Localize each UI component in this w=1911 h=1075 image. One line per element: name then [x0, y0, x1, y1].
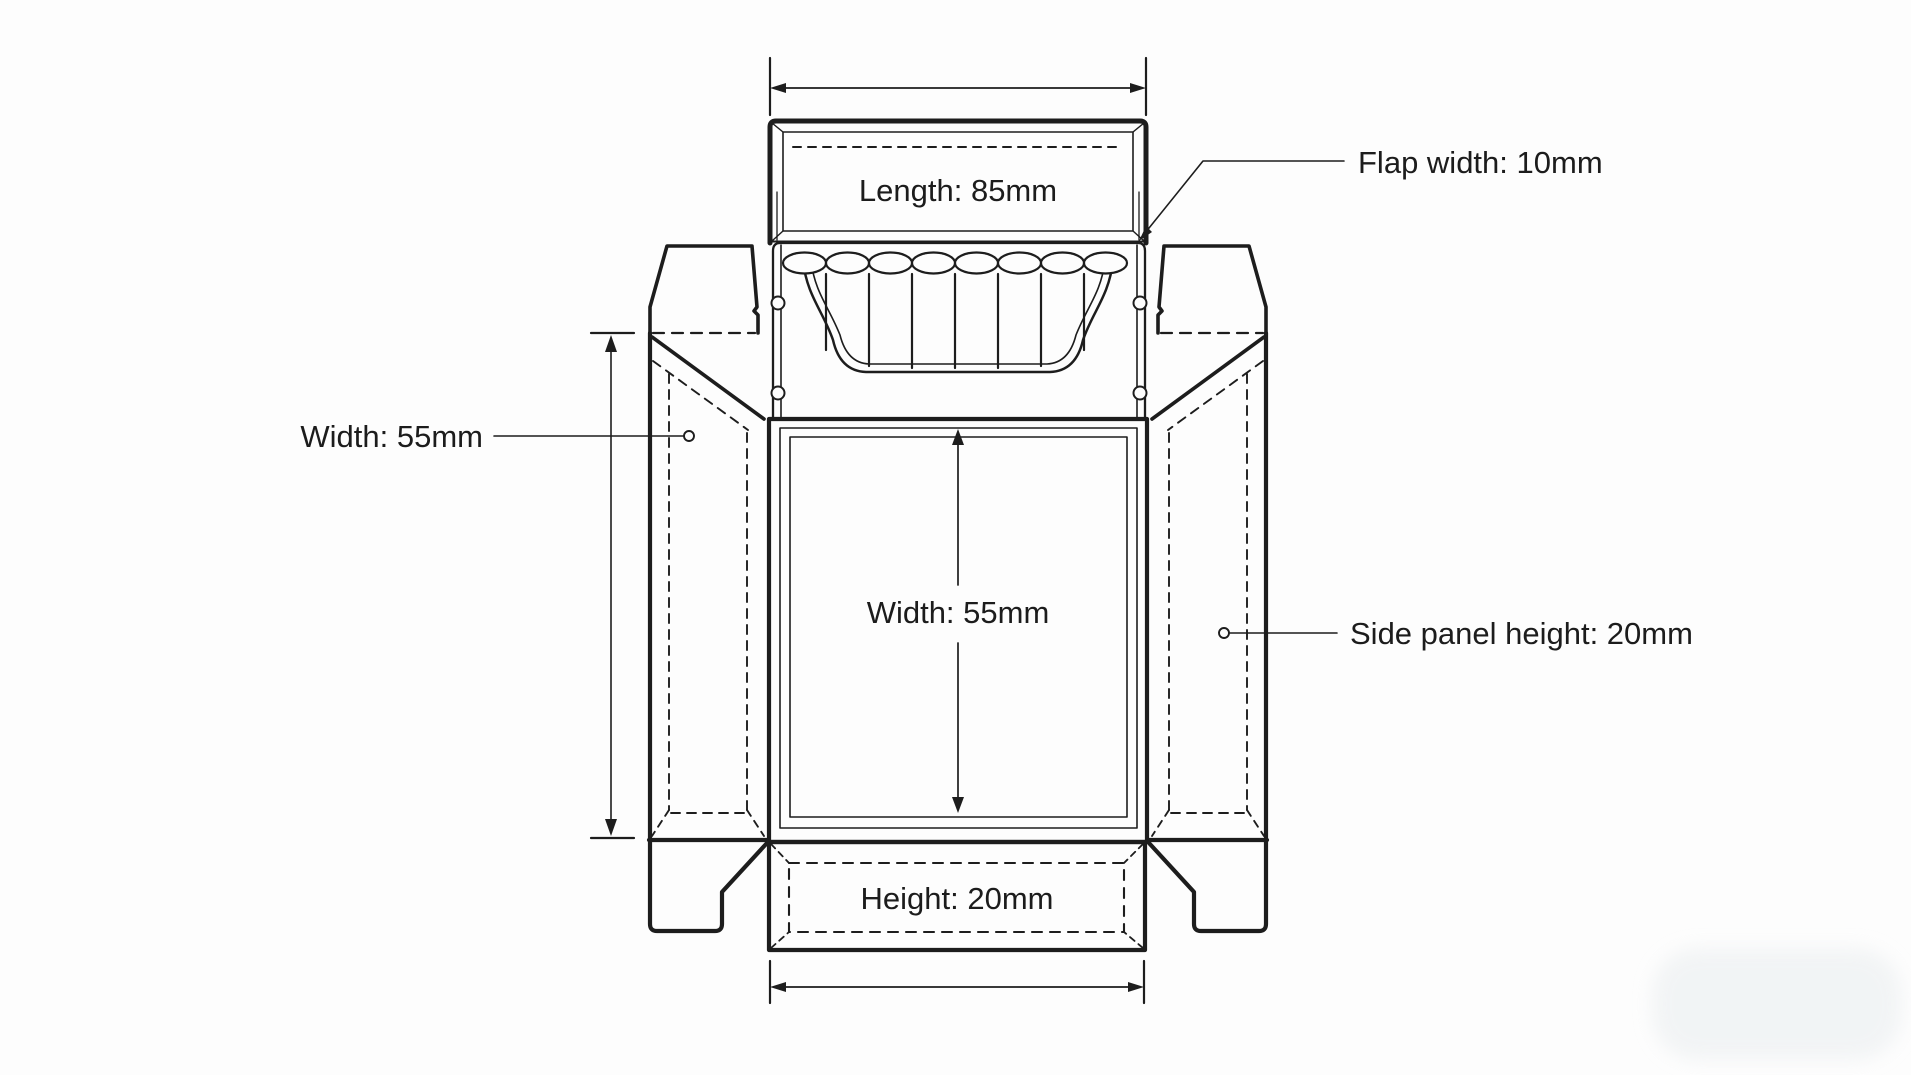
slant-fold-dashed: [652, 360, 749, 431]
front-width-dimension: [952, 429, 964, 813]
flap-width-leader: [1139, 160, 1345, 241]
cigarette-tip: [824, 251, 871, 275]
leader-dot-icon: [1218, 627, 1230, 639]
lid-panel-label: Length: 85mm: [859, 173, 1057, 208]
flap-width-label: Flap width: 10mm: [1358, 145, 1603, 180]
bottom-panel: [766, 839, 1148, 953]
side-panel-leader: [1218, 627, 1338, 639]
lid-side-bevels: [776, 191, 1140, 241]
cigarette-tip: [1039, 251, 1086, 275]
bottom-chamfer-dashed: [651, 809, 765, 837]
bottom-left-flap: [647, 838, 770, 934]
notch-icon: [1132, 295, 1148, 311]
cutout-inner-rim: [810, 260, 1106, 365]
lid-inner-frame: [782, 131, 1134, 232]
right-side-panel: [1144, 244, 1270, 843]
arrow-right-icon: [1128, 982, 1144, 992]
extension-ticks: [589, 331, 636, 840]
bottom-chamfer-dashed: [1151, 809, 1265, 837]
front-panel-inner-1: [779, 427, 1138, 829]
leader-arrow-icon: [1139, 226, 1152, 241]
arrow-down-icon: [952, 797, 964, 813]
leader-line: [1140, 160, 1345, 239]
left-dust-flap: [648, 244, 760, 335]
bottom-dimension: [768, 959, 1146, 1005]
lid-panel: [767, 118, 1149, 246]
length-dimension: [768, 56, 1148, 117]
lid-outline: [767, 118, 1149, 246]
side-fold-dashed: [668, 373, 748, 811]
arrow-up-icon: [605, 335, 617, 352]
slant-cut-edge: [650, 335, 766, 421]
right-dust-flap: [1156, 244, 1268, 335]
left-width-dimension: [589, 331, 636, 840]
leader-dot-icon: [683, 430, 695, 442]
bottom-panel-chamfers: [770, 843, 1144, 949]
bottom-right-flap: [1146, 838, 1269, 934]
cigarette-tip: [867, 251, 914, 275]
lid-corner-mitres: [771, 122, 1145, 242]
tuck-flap: [770, 241, 1148, 421]
side-panel-label: Side panel height: 20mm: [1350, 616, 1693, 651]
arrow-up-icon: [952, 429, 964, 445]
cigarette-tip: [910, 251, 957, 275]
bottom-panel-label: Height: 20mm: [861, 881, 1054, 916]
slant-cut-edge: [1150, 335, 1266, 421]
cigarette-tip: [781, 251, 828, 275]
arrow-down-icon: [605, 819, 617, 836]
flap-outline: [771, 241, 1147, 421]
extension-ticks: [768, 56, 1148, 117]
cigarettes: [781, 251, 1129, 374]
arrow-right-icon: [1130, 83, 1146, 93]
notch-icon: [770, 295, 786, 311]
left-width-label: Width: 55mm: [300, 419, 483, 454]
arrow-left-icon: [770, 83, 786, 93]
cutout-outer-rim: [801, 259, 1115, 374]
left-side-panel: [646, 244, 772, 843]
watermark-blob: [1652, 948, 1902, 1060]
left-width-leader: [493, 430, 695, 442]
cigarette-tip: [1082, 251, 1129, 275]
side-fold-dashed: [1168, 373, 1248, 811]
notch-icon: [770, 385, 786, 401]
cigarette-dividers: [824, 272, 1086, 370]
slant-fold-dashed: [1167, 360, 1264, 431]
arrow-left-icon: [770, 982, 786, 992]
front-width-label: Width: 55mm: [867, 595, 1050, 630]
front-panel: [766, 416, 1150, 845]
cigarette-tip: [953, 251, 1000, 275]
bottom-panel-outline: [766, 839, 1148, 953]
cigarette-tip: [996, 251, 1043, 275]
extension-ticks: [768, 959, 1146, 1005]
bottom-panel-fold-dashed: [787, 861, 1126, 934]
notch-icon: [1132, 385, 1148, 401]
